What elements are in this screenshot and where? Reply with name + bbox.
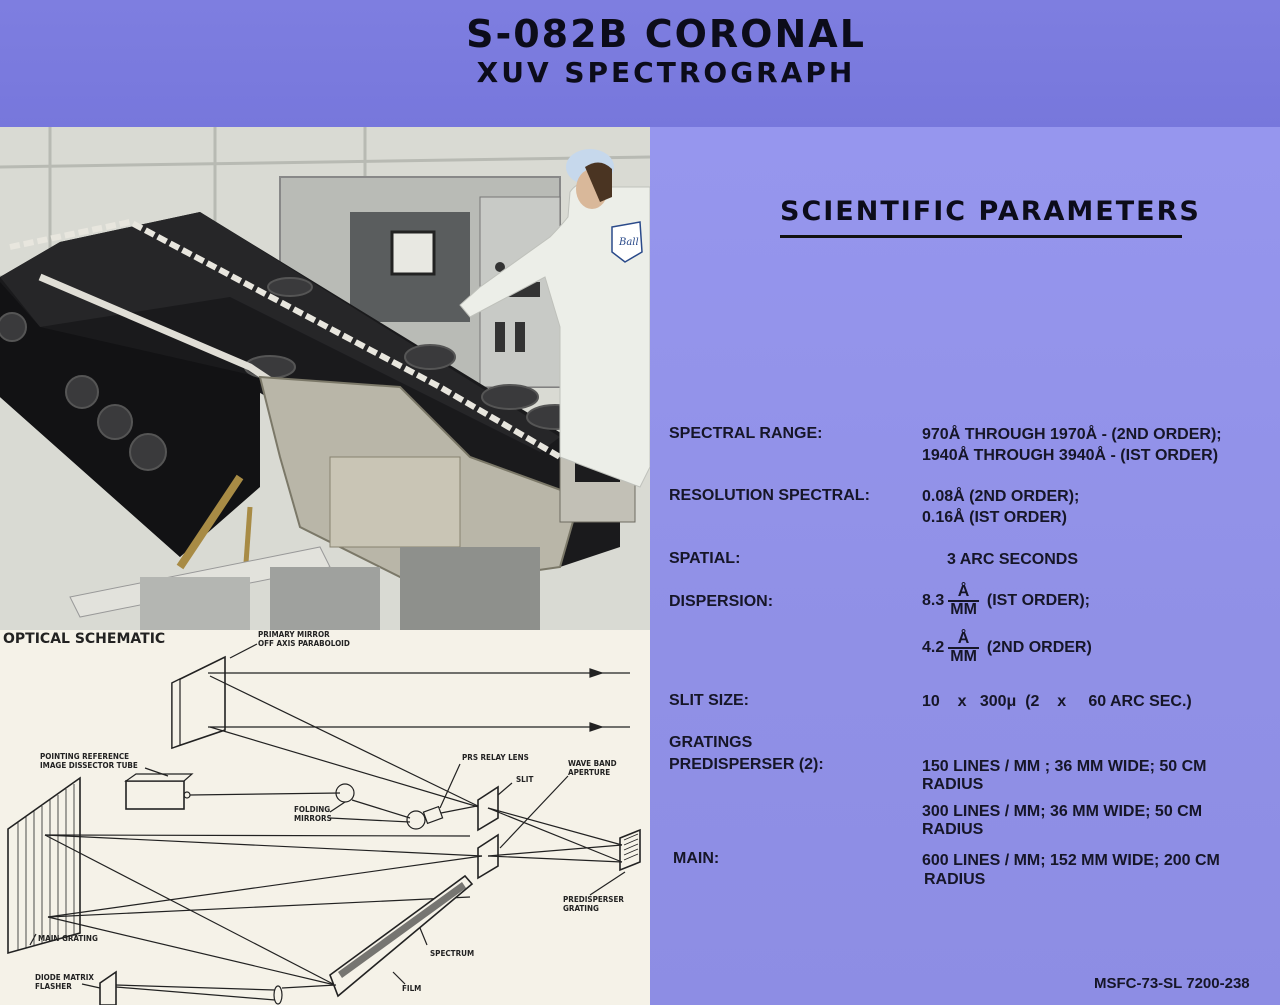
- reference-number: MSFC-73-SL 7200-238: [1094, 975, 1250, 992]
- predisperser-label: PREDISPERSER (2):: [669, 756, 824, 773]
- resolution-line2: 0.16Å (IST ORDER): [922, 509, 1067, 526]
- optical-schematic-diagram: [0, 630, 650, 1005]
- predisperser-2-line2: RADIUS: [922, 821, 984, 838]
- dispersion-value-2: 4.2: [922, 639, 945, 657]
- main-grating-line1: 600 LINES / MM; 152 MM WIDE; 200 CM: [922, 852, 1220, 869]
- page-title: S-082B CORONAL: [466, 12, 866, 56]
- parameters-title: SCIENTIFIC PARAMETERS: [780, 196, 1201, 227]
- dispersion-label: DISPERSION:: [669, 593, 774, 610]
- predisperser-1-line2: RADIUS: [922, 776, 984, 793]
- dispersion-value-1: 8.3: [922, 592, 945, 610]
- main-grating-label: MAIN:: [673, 850, 720, 867]
- dispersion-order-2: (2ND ORDER): [986, 639, 1092, 657]
- title-banner: [0, 0, 1280, 127]
- label-folding-mirrors: FOLDING MIRRORS: [294, 805, 332, 823]
- schematic-title: OPTICAL SCHEMATIC: [3, 631, 166, 647]
- spectral-range-line2: 1940Å THROUGH 3940Å - (IST ORDER): [922, 447, 1219, 464]
- spatial-value: 3 ARC SECONDS: [947, 551, 1078, 568]
- spatial-label: SPATIAL:: [669, 550, 741, 567]
- main-grating-line2: RADIUS: [924, 871, 986, 888]
- instrument-photo: Ball: [0, 127, 650, 630]
- resolution-line1: 0.08Å (2ND ORDER);: [922, 488, 1080, 505]
- slit-size-label: SLIT SIZE:: [669, 692, 749, 709]
- slit-size-value: 10 x 300μ (2 x 60 ARC SEC.): [922, 693, 1192, 710]
- ball-logo: Ball: [618, 237, 639, 248]
- label-slit: SLIT: [516, 775, 534, 784]
- label-film: FILM: [402, 984, 422, 993]
- label-prs-relay-lens: PRS RELAY LENS: [462, 753, 529, 762]
- spectral-range-line1: 970Å THROUGH 1970Å - (2ND ORDER);: [922, 426, 1222, 443]
- label-primary-mirror: PRIMARY MIRROR OFF AXIS PARABOLOID: [258, 630, 350, 648]
- title-underline: [780, 235, 1182, 238]
- label-wave-band-aperture: WAVE BAND APERTURE: [568, 759, 617, 777]
- spectral-range-label: SPECTRAL RANGE:: [669, 425, 823, 442]
- label-diode-matrix-flasher: DIODE MATRIX FLASHER: [35, 973, 94, 991]
- label-pointing-reference: POINTING REFERENCE IMAGE DISSECTOR TUBE: [40, 752, 138, 770]
- resolution-label: RESOLUTION SPECTRAL:: [669, 487, 870, 504]
- gratings-label: GRATINGS: [669, 734, 753, 751]
- label-spectrum: SPECTRUM: [430, 949, 475, 958]
- parameters-panel: [650, 127, 1280, 1005]
- predisperser-1-line1: 150 LINES / MM ; 36 MM WIDE; 50 CM: [922, 758, 1207, 775]
- label-main-grating: MAIN GRATING: [38, 934, 98, 943]
- dispersion-order-1: (IST ORDER);: [986, 592, 1091, 610]
- label-predisperser-grating: PREDISPERSER GRATING: [563, 895, 624, 913]
- predisperser-2-line1: 300 LINES / MM; 36 MM WIDE; 50 CM: [922, 803, 1203, 820]
- page-subtitle: XUV SPECTROGRAPH: [476, 56, 856, 89]
